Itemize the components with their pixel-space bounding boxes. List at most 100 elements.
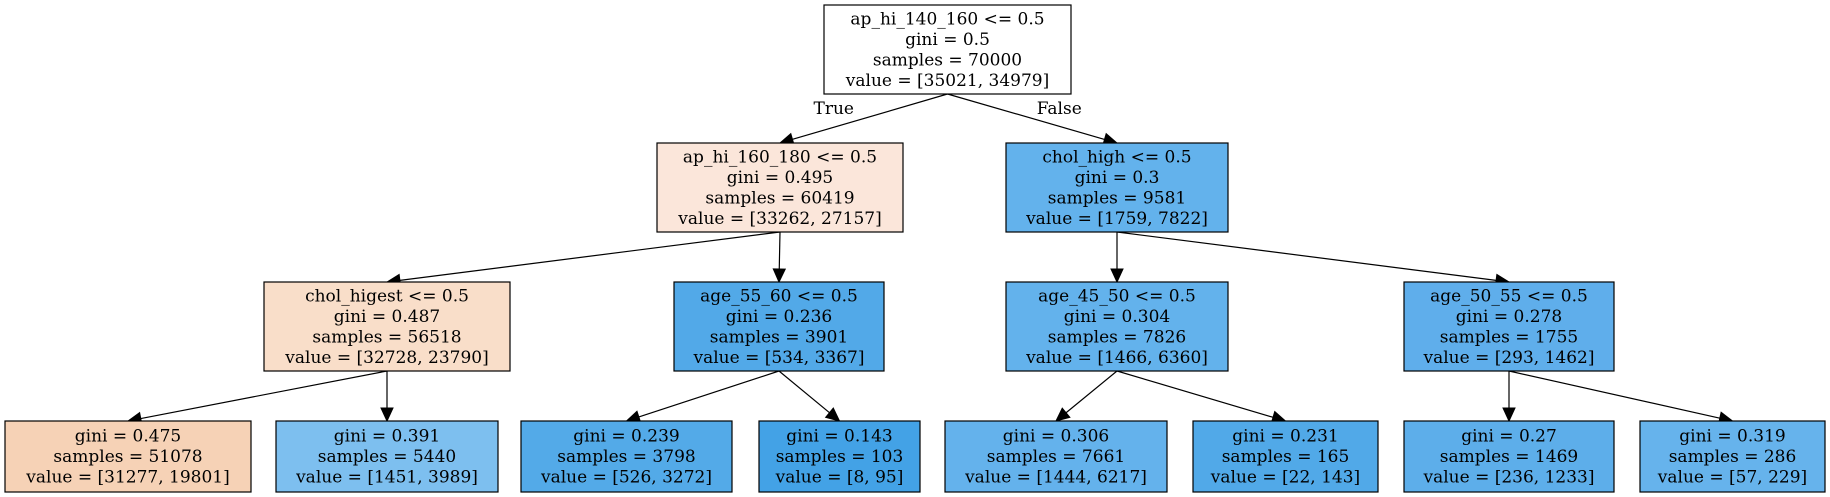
edge-line	[778, 370, 830, 414]
edges-layer: True False	[126, 93, 1734, 426]
tree-edge	[380, 371, 394, 423]
node-text-line: value = [8, 95]	[775, 468, 904, 488]
edge-arrowhead	[1502, 407, 1516, 423]
tree-edge	[1116, 231, 1511, 288]
node-box	[1403, 281, 1615, 372]
node-text-line: samples = 103	[776, 447, 904, 467]
node-text-line: gini = 0.27	[1461, 427, 1557, 447]
edge-arrowhead	[824, 407, 841, 422]
node-text-line: age_50_55 <= 0.5	[1430, 286, 1588, 306]
tree-edge: False	[947, 93, 1119, 146]
tree-edge	[778, 370, 841, 422]
node-box	[275, 420, 499, 493]
node-text-line: gini = 0.3	[1075, 168, 1160, 188]
tree-edge	[1508, 370, 1734, 425]
edge-line	[1116, 370, 1274, 418]
edge-arrowhead	[1055, 407, 1071, 422]
node-text-line: gini = 0.475	[75, 427, 181, 447]
node-box	[944, 420, 1168, 493]
tree-edge: True	[778, 93, 948, 146]
edge-line	[1116, 231, 1497, 281]
tree-edge	[1110, 232, 1124, 284]
node-text-line: chol_high <= 0.5	[1042, 147, 1191, 167]
node-box	[823, 4, 1072, 95]
edge-arrowhead	[380, 407, 394, 423]
node-text-line: value = [1444, 6217]	[964, 468, 1147, 488]
node-box	[758, 420, 921, 493]
node-text-line: gini = 0.239	[573, 427, 679, 447]
node-text-line: gini = 0.391	[334, 427, 440, 447]
edge-label-true: True	[814, 99, 854, 119]
node-text-line: samples = 7826	[1048, 327, 1186, 347]
node-box	[1005, 142, 1229, 233]
node-text-line: samples = 3798	[557, 447, 695, 467]
node-box	[1192, 420, 1379, 493]
node-text-line: samples = 60419	[705, 188, 854, 208]
node-text-line: value = [293, 1462]	[1422, 348, 1594, 368]
node-text-line: value = [32728, 23790]	[284, 348, 488, 368]
node-text-line: gini = 0.231	[1232, 427, 1338, 447]
node-box	[1005, 281, 1229, 372]
tree-edge	[1055, 370, 1118, 422]
node-text-line: value = [526, 3272]	[540, 468, 712, 488]
edge-line	[947, 93, 1105, 140]
edge-label-false: False	[1037, 99, 1082, 119]
node-text-line: samples = 165	[1222, 447, 1350, 467]
node-text-line: gini = 0.487	[334, 307, 440, 327]
node-text-line: value = [236, 1233]	[1422, 468, 1594, 488]
tree-edge	[385, 231, 781, 288]
node-text-line: value = [57, 229]	[1657, 468, 1807, 488]
node-box	[1639, 420, 1826, 493]
node-text-line: gini = 0.304	[1064, 307, 1170, 327]
edge-line	[792, 93, 948, 140]
node-text-line: age_45_50 <= 0.5	[1038, 286, 1196, 306]
edge-line	[140, 370, 388, 420]
node-box	[4, 420, 252, 493]
tree-edge	[1502, 371, 1516, 423]
node-text-line: gini = 0.143	[786, 427, 892, 447]
node-text-line: value = [22, 143]	[1210, 468, 1360, 488]
node-text-line: samples = 5440	[318, 447, 456, 467]
edge-line	[399, 231, 781, 281]
node-text-line: ap_hi_160_180 <= 0.5	[683, 147, 877, 167]
node-text-line: samples = 56518	[312, 327, 461, 347]
node-text-line: chol_higest <= 0.5	[305, 286, 469, 306]
node-text-line: samples = 70000	[873, 50, 1022, 70]
node-text-line: samples = 1755	[1440, 327, 1578, 347]
node-text-line: age_55_60 <= 0.5	[700, 286, 858, 306]
edge-arrowhead	[1110, 268, 1124, 284]
node-box	[1403, 420, 1615, 493]
node-text-line: ap_hi_140_160 <= 0.5	[850, 9, 1044, 29]
node-text-line: gini = 0.495	[727, 168, 833, 188]
node-text-line: value = [33262, 27157]	[677, 209, 881, 229]
node-text-line: value = [31277, 19801]	[25, 468, 229, 488]
node-text-line: gini = 0.306	[1003, 427, 1109, 447]
node-text-line: gini = 0.5	[905, 30, 990, 50]
tree-edge	[772, 231, 787, 284]
node-box	[263, 281, 511, 372]
node-text-line: gini = 0.236	[726, 307, 832, 327]
edge-line	[1508, 370, 1720, 419]
tree-edge	[625, 370, 780, 424]
node-text-line: samples = 51078	[53, 447, 202, 467]
edge-line	[778, 231, 781, 270]
node-text-line: value = [1451, 3989]	[295, 468, 478, 488]
node-box	[520, 420, 733, 493]
node-text-line: samples = 1469	[1440, 447, 1578, 467]
node-text-line: samples = 286	[1669, 447, 1797, 467]
